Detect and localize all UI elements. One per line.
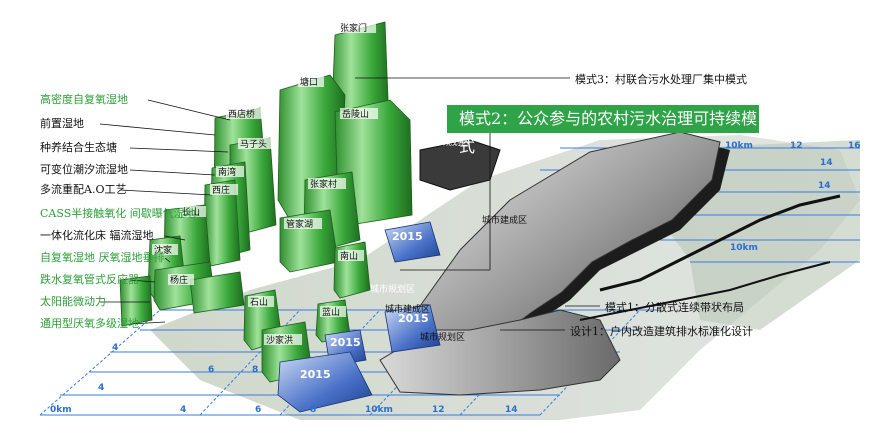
km-origin: 0km xyxy=(50,405,72,415)
km-tick: 6 xyxy=(255,405,261,415)
technique-label: 种养结合生态塘 xyxy=(40,141,117,154)
district-label: 城市规划区 xyxy=(370,283,415,295)
village-label: 长山 xyxy=(182,206,200,218)
village-label: 蓝山 xyxy=(322,306,340,318)
village-label: 杨庄 xyxy=(170,274,188,286)
tower-low-left xyxy=(119,275,153,327)
technique-label: 通用型厌氧多级湿地 xyxy=(40,317,139,330)
village-label: 西店桥 xyxy=(228,108,255,120)
village-label: 张家门 xyxy=(340,22,367,34)
mode1-label: 模式1：分散式连续带状布局 xyxy=(605,301,744,314)
coastline-right xyxy=(599,194,841,292)
year-label: 2015 xyxy=(330,336,361,349)
district-label: 城市建成区 xyxy=(385,303,430,315)
year-2015-blocks xyxy=(277,221,441,413)
district-labels: 城市规划区 城市建成区 城市规划区 城市建成区 城市规划区 xyxy=(370,136,527,343)
km-tick: 4 xyxy=(98,383,104,393)
village-label: 南山 xyxy=(340,250,358,262)
village-label: 南湾 xyxy=(218,166,236,178)
village-label: 岳陵山 xyxy=(342,108,369,120)
km-tick: 8 xyxy=(252,365,258,375)
village-label: 马子头 xyxy=(240,139,267,150)
km-tick: 4 xyxy=(112,343,118,353)
village-label: 西庄 xyxy=(212,184,230,196)
km-ten-bottom: 10km xyxy=(365,405,393,415)
technique-label: 跌水复氧管式反应器 xyxy=(40,273,139,286)
technique-label: CASS半接触氧化 间歇曝气湿地 xyxy=(40,207,196,220)
km-tick: 12 xyxy=(432,405,445,415)
village-label: 沈家 xyxy=(154,244,172,256)
village-tags: 张家门 塘口 西店桥 岳陵山 马子头 南湾 西庄 张家村 长山 管家湖 沈家 杨… xyxy=(152,22,378,346)
km-tick: 14 xyxy=(820,158,833,168)
km-tick: 8 xyxy=(310,405,316,415)
technique-label: 高密度自复氧湿地 xyxy=(40,93,128,106)
technique-label: 多流重配A.O工艺 xyxy=(40,183,127,196)
district-label: 城市规划区 xyxy=(425,136,470,148)
technique-label: 一体化流化床 辐流湿地 xyxy=(40,229,154,242)
mode2-banner: 模式2：公众参与的农村污水治理可持续模式 xyxy=(447,105,759,156)
year-label: 2015 xyxy=(300,368,331,381)
technique-label: 自复氧湿地 厌氧湿地垂排 xyxy=(40,251,165,264)
km-labels: 0km 10km 10km 10km 4 6 8 12 14 4 4 6 8 1… xyxy=(50,141,861,415)
km-ten-right: 10km xyxy=(730,243,758,253)
district-label: 城市规划区 xyxy=(420,331,465,343)
km-tick: 14 xyxy=(818,181,831,191)
technique-label: 太阳能微动力 xyxy=(40,295,106,308)
coastline-right-2 xyxy=(579,261,831,321)
km-tick: 4 xyxy=(180,405,186,415)
district-label: 城市建成区 xyxy=(482,214,527,226)
city-built-area-lower xyxy=(379,309,621,396)
km-tick: 16 xyxy=(848,141,861,151)
block-2015-a xyxy=(384,221,441,263)
km-tick: 14 xyxy=(505,405,518,415)
year-label: 2015 xyxy=(398,312,429,325)
km-tick: 6 xyxy=(208,365,214,375)
block-2015-b xyxy=(384,304,441,353)
km-tick: 12 xyxy=(790,141,803,151)
design1-label: 设计1：户内改造建筑排水标准化设计 xyxy=(570,325,753,338)
technique-label: 可变位潮汐流湿地 xyxy=(40,163,128,176)
leader-lines xyxy=(99,77,600,331)
village-label: 塘口 xyxy=(300,76,318,88)
village-label: 石山 xyxy=(250,297,268,308)
village-label: 管家湖 xyxy=(286,218,313,230)
village-label: 沙家洪 xyxy=(266,334,293,346)
km-ten-top: 10km xyxy=(725,141,753,151)
village-label: 张家村 xyxy=(310,178,337,190)
tower-low-mid xyxy=(189,271,245,314)
block-2015-d xyxy=(277,351,373,413)
year-tags: 2015 2015 2015 2015 xyxy=(300,230,429,381)
mode3-label: 模式3：村联合污水处理厂集中模式 xyxy=(575,73,747,86)
year-label: 2015 xyxy=(392,230,423,243)
technique-label: 前置湿地 xyxy=(40,117,84,130)
